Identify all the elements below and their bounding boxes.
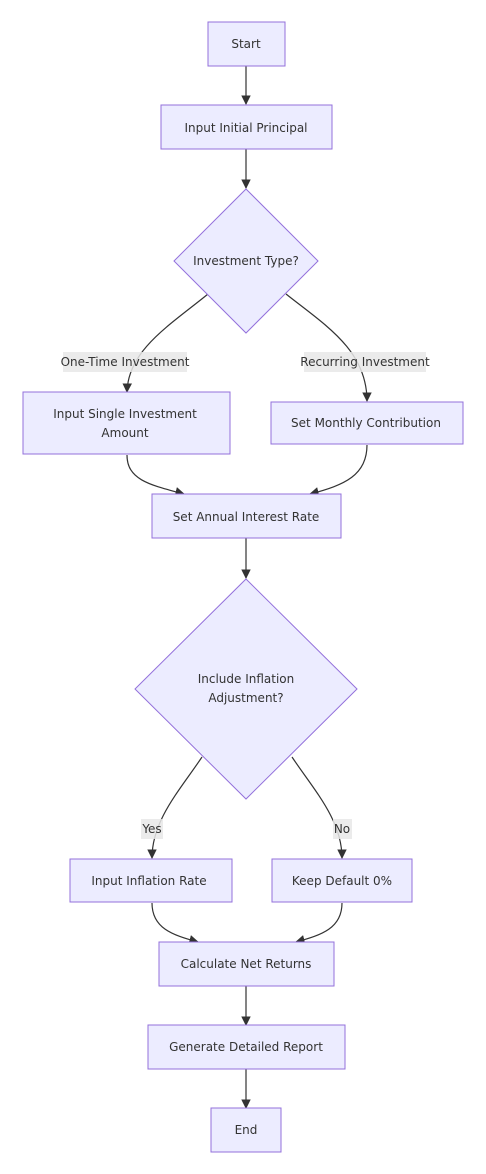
node-calculate: Calculate Net Returns xyxy=(158,941,335,987)
node-investment-type-label: Investment Type? xyxy=(193,254,299,268)
node-input-inflation-label: Input Inflation Rate xyxy=(91,874,206,888)
edge-monthly-to-interest xyxy=(309,444,368,497)
edge-inflation-to-default xyxy=(291,756,347,859)
node-set-interest-label: Set Annual Interest Rate xyxy=(173,510,320,524)
node-input-principal-label: Input Initial Principal xyxy=(184,121,307,135)
edge-labels: One-Time Investment Recurring Investment… xyxy=(61,352,430,839)
node-end-label: End xyxy=(235,1123,258,1137)
edge-label-no: No xyxy=(334,822,350,836)
node-input-principal: Input Initial Principal xyxy=(160,104,333,150)
node-input-single-label-1: Input Single Investment xyxy=(53,407,197,421)
edge-default-to-calculate xyxy=(295,902,343,945)
node-input-single-label-2: Amount xyxy=(101,426,148,440)
node-set-monthly: Set Monthly Contribution xyxy=(270,401,464,445)
node-input-single: Input Single Investment Amount xyxy=(22,391,231,455)
node-set-interest: Set Annual Interest Rate xyxy=(151,493,342,539)
node-set-monthly-label: Set Monthly Contribution xyxy=(291,416,441,430)
edge-rate-to-calculate xyxy=(151,902,199,945)
node-input-inflation: Input Inflation Rate xyxy=(69,858,233,903)
node-generate-report: Generate Detailed Report xyxy=(147,1024,346,1070)
edge-label-yes: Yes xyxy=(141,822,161,836)
node-include-inflation-label-2: Adjustment? xyxy=(208,691,283,705)
node-include-inflation: Include Inflation Adjustment? xyxy=(134,578,358,800)
node-end: End xyxy=(210,1107,282,1153)
node-start: Start xyxy=(207,21,286,67)
edge-type-to-monthly xyxy=(285,293,372,402)
node-calculate-label: Calculate Net Returns xyxy=(181,957,312,971)
node-keep-default: Keep Default 0% xyxy=(271,858,413,903)
edge-label-recurring: Recurring Investment xyxy=(300,355,430,369)
node-generate-report-label: Generate Detailed Report xyxy=(169,1040,323,1054)
node-include-inflation-label-1: Include Inflation xyxy=(198,672,295,686)
node-keep-default-label: Keep Default 0% xyxy=(292,874,392,888)
edges xyxy=(122,66,372,1109)
edge-label-one-time: One-Time Investment xyxy=(61,355,190,369)
node-investment-type: Investment Type? xyxy=(173,188,319,334)
edge-type-to-single xyxy=(122,293,209,393)
node-start-label: Start xyxy=(231,37,261,51)
edge-inflation-to-rate xyxy=(147,756,203,859)
edge-single-to-interest xyxy=(126,454,185,497)
